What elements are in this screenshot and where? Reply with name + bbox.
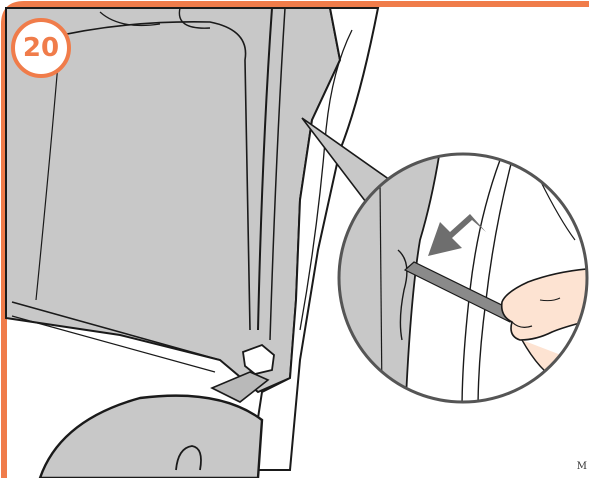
strap-gap — [212, 372, 268, 402]
corner-code: M — [577, 462, 587, 472]
seat-base — [40, 396, 262, 478]
step-number-badge: 20 — [11, 18, 71, 78]
step-number: 20 — [23, 35, 59, 61]
